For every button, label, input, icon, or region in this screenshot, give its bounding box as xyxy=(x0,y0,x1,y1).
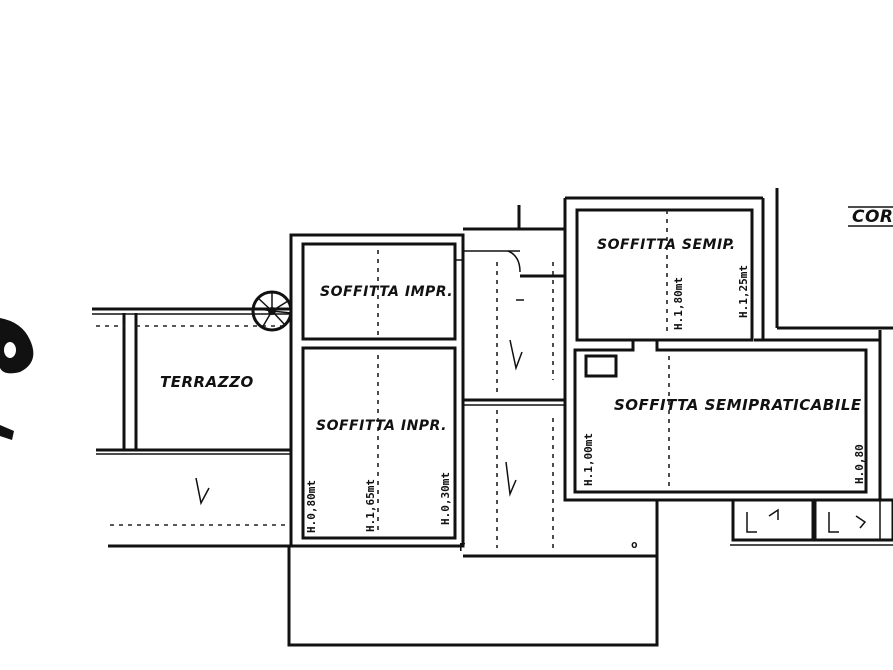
central-block xyxy=(289,233,465,548)
label-cor-fragment: COR xyxy=(852,207,893,227)
height-h030: H.0,30mt xyxy=(439,472,452,525)
svg-text:Γ: Γ xyxy=(459,541,466,554)
label-soffitta-semip: SOFFITTA SEMIP. xyxy=(597,237,736,253)
svg-text:o: o xyxy=(631,538,638,551)
height-h125: H.1,25mt xyxy=(737,265,750,318)
spiral-stair xyxy=(251,290,293,332)
height-h080b: H.0,80mt xyxy=(305,480,318,533)
label-soffitta-semipraticabile: SOFFITTA SEMIPRATICABILE xyxy=(614,396,862,414)
height-h100: H.1,00mt xyxy=(582,433,595,486)
height-h165: H.1,65mt xyxy=(364,479,377,532)
terrace-outline xyxy=(92,307,292,548)
label-soffitta-mid: SOFFITTA INPR. xyxy=(316,418,447,434)
height-h180: H.1,80mt xyxy=(672,277,685,330)
label-soffitta-top: SOFFITTA IMPR. xyxy=(320,284,453,300)
left-edge-marks xyxy=(0,318,34,440)
label-terrazzo: TERRAZZO xyxy=(160,373,254,391)
height-h080: H.0,80 xyxy=(853,444,866,484)
lower-boundary xyxy=(287,546,659,647)
right-block xyxy=(563,188,893,642)
stair-block: o Γ xyxy=(459,205,657,558)
